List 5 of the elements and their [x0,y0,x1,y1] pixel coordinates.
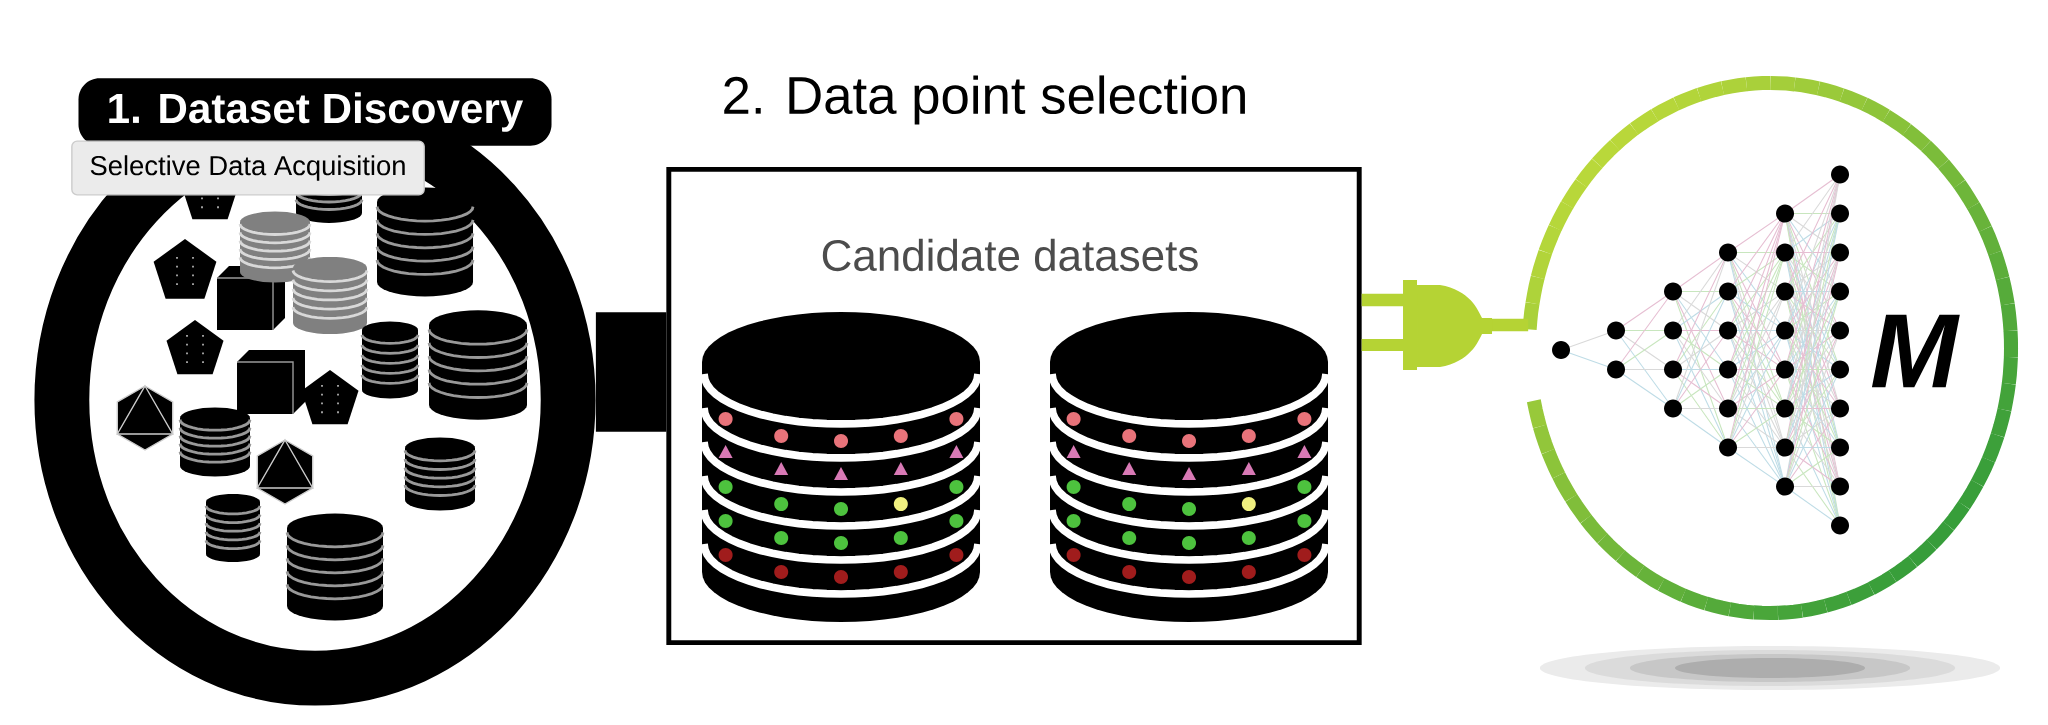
node-label: 2. Data point selection [724,75,1245,125]
plug-connector [1361,280,1529,370]
tooltip: Selective Data Acquisition [71,140,425,196]
magnifier-handle [595,312,667,432]
selection-box: 2. Data point selection Candidate datasets [666,75,1362,646]
